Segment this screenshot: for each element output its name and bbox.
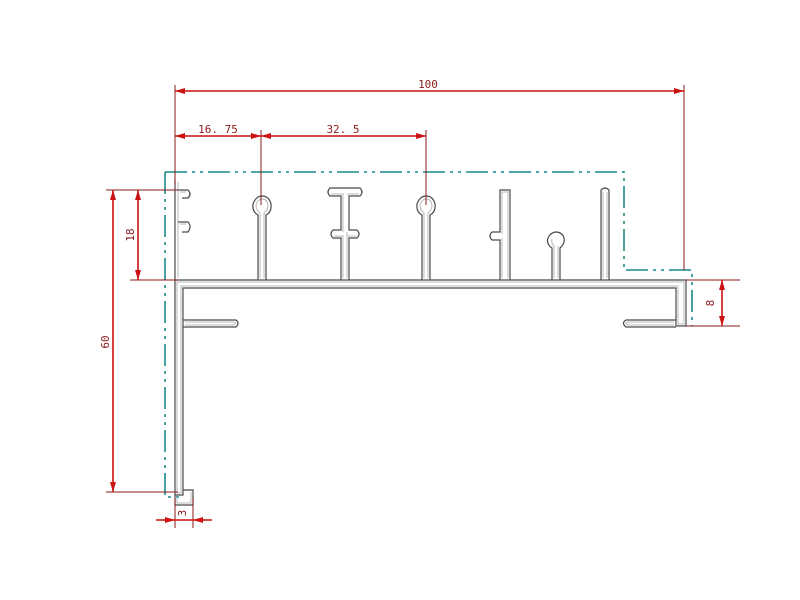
dimension-second-offset: 32. 5: [261, 123, 426, 139]
dimension-flange-thickness: 8: [704, 280, 725, 326]
profile-section: [174, 180, 687, 506]
dimension-overall-width: 100: [175, 77, 684, 94]
dim-label-overall-width: 100: [418, 78, 438, 91]
dimension-bottom-tab: 3: [156, 510, 212, 523]
dim-label-second-offset: 32. 5: [326, 123, 359, 136]
dimension-total-height: 60: [99, 190, 116, 492]
dimension-fin-height: 18: [124, 190, 141, 280]
dim-label-total-height: 60: [99, 335, 112, 348]
extension-lines: [106, 85, 740, 528]
dim-label-first-offset: 16. 75: [198, 123, 238, 136]
dim-label-flange-thickness: 8: [704, 300, 717, 307]
dim-label-fin-height: 18: [124, 228, 137, 241]
dim-label-bottom-tab: 3: [176, 510, 189, 517]
dimension-first-offset: 16. 75: [175, 123, 261, 139]
centerline-outline: [164, 171, 693, 498]
